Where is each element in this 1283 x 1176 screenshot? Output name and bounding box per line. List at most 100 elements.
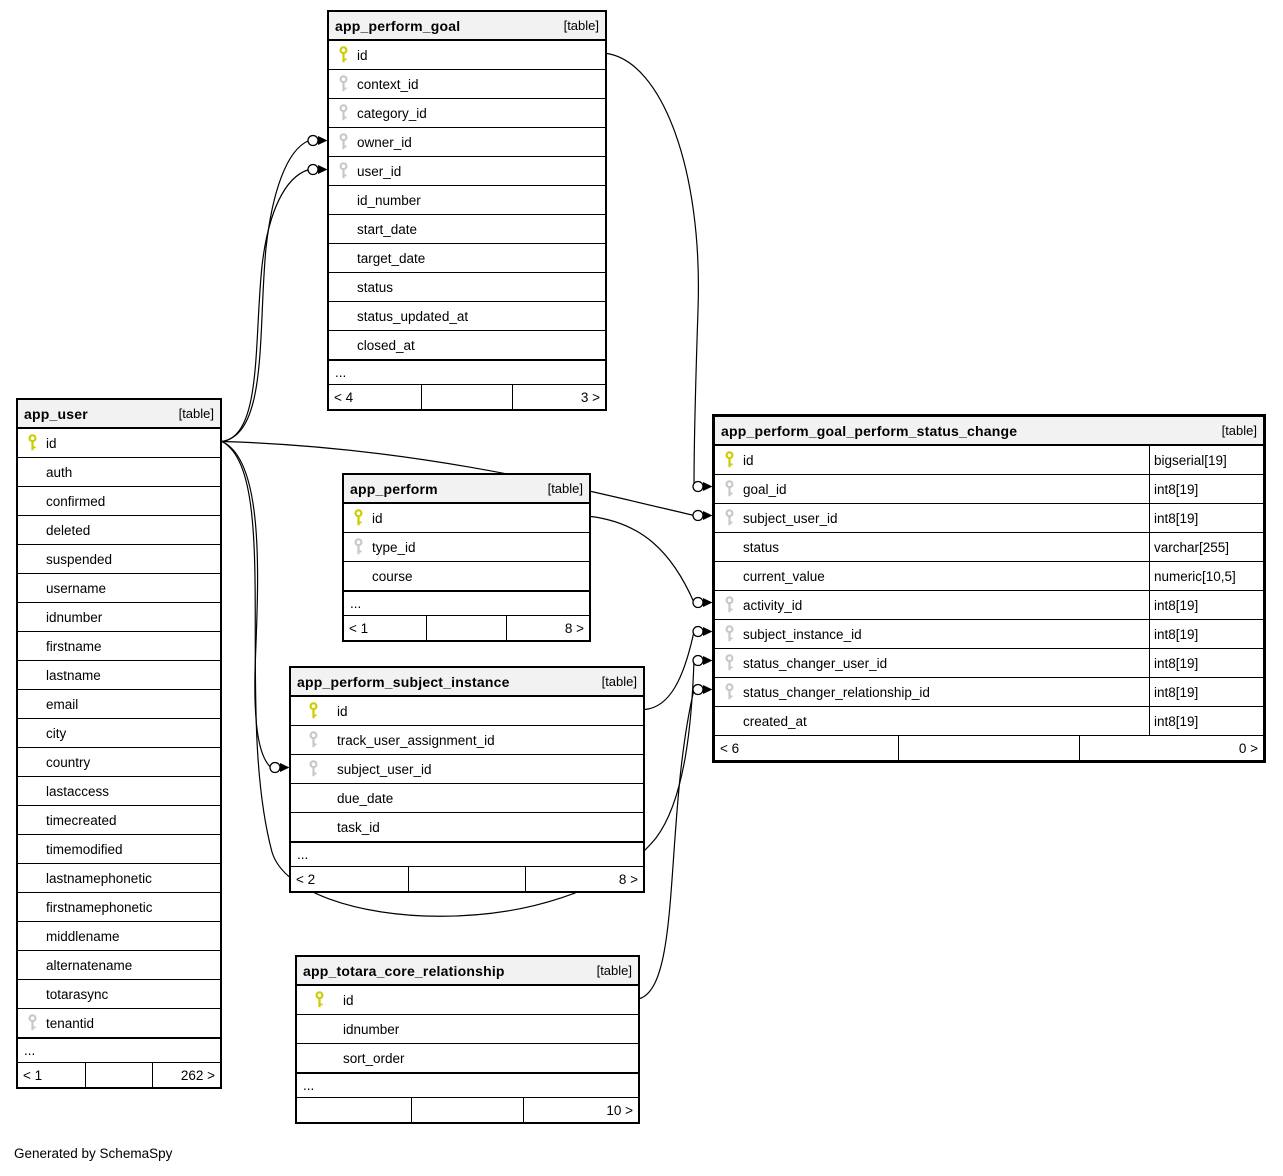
column-row: email [18,690,220,719]
column-name: timecreated [46,812,117,828]
primary-key-icon [353,509,363,526]
column-name: confirmed [46,493,106,509]
crow-arrow-icon [703,627,713,636]
table-title[interactable]: app_user [24,405,88,422]
table-title[interactable]: app_perform [350,480,438,497]
crow-arrow-icon [703,511,713,520]
column-name: auth [46,464,73,480]
zero-or-many-circle-icon [692,683,704,696]
footer-spacer [425,616,508,640]
key-icon-cell [299,760,323,778]
child-count: 8 > [618,871,638,887]
column-name: firstname [46,638,102,654]
table-type-badge: [table] [178,406,214,421]
foreign-key-icon [27,1014,37,1031]
column-row: user_id [329,157,605,186]
column-row: timecreated [18,806,220,835]
key-icon-cell [329,162,353,180]
table-header[interactable]: app_user [table] [18,400,220,429]
fk-link-app_perform.id-to-app_perform_goal_perform_status_change.activity_id [590,515,713,609]
column-row: closed_at [329,331,605,360]
column-row: category_id [329,99,605,128]
column-name: track_user_assignment_id [337,732,495,748]
column-row: id [329,41,605,70]
table-title[interactable]: app_perform_goal_perform_status_change [721,422,1018,439]
fk-link-app_user.id-to-app_perform_subject_instance.subject_user_id [221,440,290,774]
key-icon-cell [715,451,739,469]
column-type: int8[19] [1149,475,1263,503]
fk-link-app_totara_core_relationship.id-to-app_perform_goal_perform_status_change.status_changer_relationship_id [639,683,713,1000]
column-name: task_id [337,819,380,835]
table-title[interactable]: app_perform_goal [335,17,461,34]
column-row: suspended [18,545,220,574]
key-icon-cell [329,75,353,93]
column-name: goal_id [743,481,787,497]
crow-arrow-icon [703,685,713,694]
primary-key-icon [27,434,37,451]
key-icon-cell [299,702,323,720]
table-app_totara_core_relationship[interactable]: app_totara_core_relationship [table] id idn… [295,955,640,1124]
table-header[interactable]: app_perform[table] [344,475,589,504]
table-footer: 10 > [297,1098,638,1122]
table-header[interactable]: app_perform_goal_perform_status_change[t… [715,417,1263,446]
column-name: alternatename [46,957,133,973]
column-name: idnumber [343,1021,400,1037]
zero-or-many-circle-icon [269,761,281,774]
column-row: status_updated_at [329,302,605,331]
table-type-badge: [table] [596,963,632,978]
column-name: id [343,992,354,1008]
key-icon-cell [305,991,329,1009]
column-row: idnumber [297,1015,638,1044]
column-name: status_changer_relationship_id [743,684,930,700]
table-title[interactable]: app_totara_core_relationship [303,962,505,979]
key-icon-cell [344,538,368,556]
table-app_perform_goal_perform_status_change[interactable]: app_perform_goal_perform_status_change[t… [712,414,1266,763]
column-type: int8[19] [1149,678,1263,706]
primary-key-icon [724,451,734,468]
zero-or-many-circle-icon [307,163,319,176]
key-icon-cell [329,133,353,151]
child-count: 8 > [564,620,585,636]
table-header[interactable]: app_perform_subject_instance[table] [291,668,643,697]
column-name: username [46,580,107,596]
column-type: bigserial[19] [1149,446,1263,474]
column-row: track_user_assignment_id [291,726,643,755]
table-header[interactable]: app_perform_goal[table] [329,12,605,41]
column-name: id [743,452,754,468]
column-name: status_updated_at [357,308,469,324]
column-type: varchar[255] [1149,533,1263,561]
column-row: idnumber [18,603,220,632]
column-name: id_number [357,192,421,208]
column-row: firstnamephonetic [18,893,220,922]
zero-or-many-circle-icon [692,596,704,609]
key-icon-cell [715,596,739,614]
primary-key-icon [314,991,324,1008]
column-type: int8[19] [1149,591,1263,619]
column-name: lastaccess [46,783,110,799]
parent-count: < 1 [349,620,369,636]
column-row: subject_user_id [291,755,643,784]
foreign-key-icon [724,625,734,642]
more-columns-ellipsis: ... [344,591,589,616]
more-columns-ellipsis: ... [18,1038,220,1063]
foreign-key-icon [353,538,363,555]
child-count: 3 > [580,389,600,405]
fk-link-app_user.id-to-app_perform_goal.user_id [221,163,328,443]
column-row: status [329,273,605,302]
zero-or-many-circle-icon [692,625,704,638]
footer-spacer [410,1098,525,1122]
column-row: country [18,748,220,777]
table-header[interactable]: app_totara_core_relationship [table] [297,957,638,986]
child-count: 0 > [1238,740,1259,756]
column-type: int8[19] [1149,707,1263,735]
column-row: timemodified [18,835,220,864]
primary-key-icon [338,46,348,63]
table-title[interactable]: app_perform_subject_instance [297,673,510,690]
